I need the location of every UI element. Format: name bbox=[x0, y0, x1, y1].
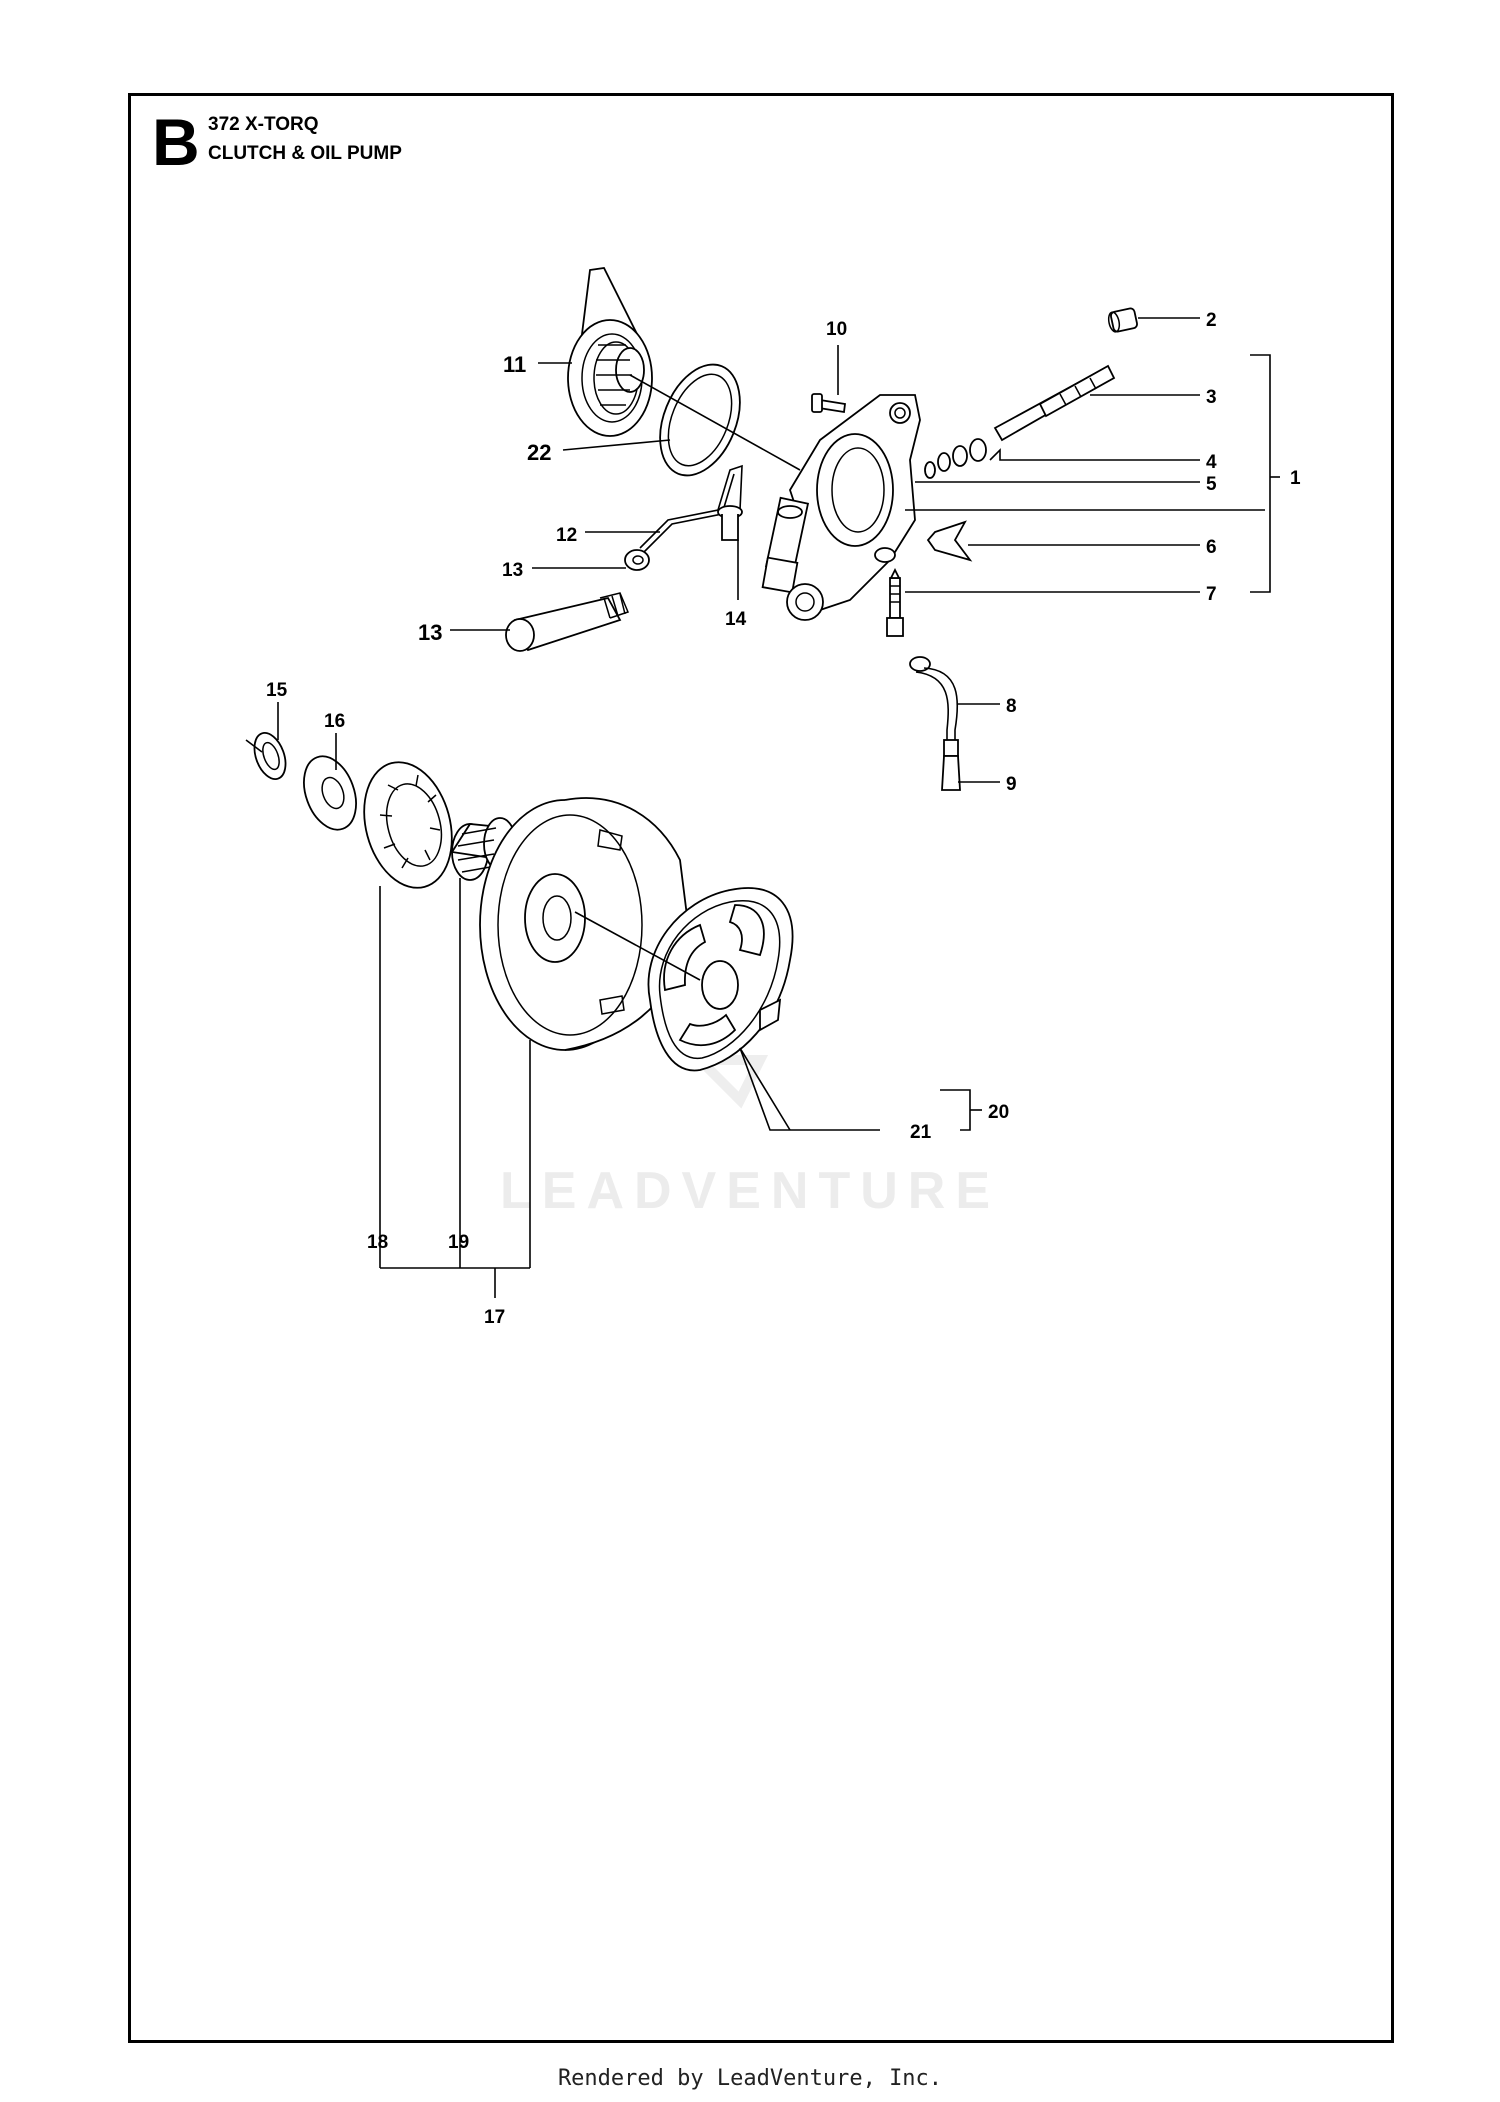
leader-lines bbox=[277, 317, 1280, 1298]
part-10-screw bbox=[811, 393, 847, 414]
part-2-cap bbox=[1107, 307, 1138, 333]
assembly-title: CLUTCH & OIL PUMP bbox=[208, 143, 402, 164]
callout-21: 21 bbox=[910, 1122, 932, 1143]
callout-10: 10 bbox=[826, 319, 847, 340]
part-13-washer bbox=[624, 549, 650, 571]
part-4-spring-washer bbox=[924, 438, 987, 479]
callout-4: 4 bbox=[1206, 452, 1217, 473]
part-7-adjust-screw bbox=[886, 567, 904, 637]
callout-2: 2 bbox=[1206, 310, 1217, 331]
footer-credit: Rendered by LeadVenture, Inc. bbox=[557, 2066, 943, 2091]
callout-8: 8 bbox=[1006, 696, 1017, 717]
diagram-frame bbox=[128, 93, 1394, 2043]
part-12-oil-pipe bbox=[639, 464, 743, 549]
part-16-washer bbox=[303, 755, 357, 831]
part-12-oil-pipe-edge bbox=[643, 473, 735, 553]
callout-9: 9 bbox=[1006, 774, 1017, 795]
callout-19: 19 bbox=[448, 1232, 469, 1253]
model-title: 372 X-TORQ bbox=[208, 114, 319, 135]
part-3-plunger bbox=[993, 364, 1116, 442]
callout-16: 16 bbox=[324, 711, 345, 732]
callout-20: 20 bbox=[988, 1102, 1009, 1123]
callout-3: 3 bbox=[1206, 387, 1217, 408]
callout-5: 5 bbox=[1206, 474, 1217, 495]
callout-13-washer: 13 bbox=[502, 560, 523, 581]
callout-15: 15 bbox=[266, 680, 288, 701]
watermark-text: LEADVENTURE bbox=[500, 1162, 1000, 1220]
callout-11: 11 bbox=[503, 352, 526, 377]
part-11-worm-gear bbox=[567, 267, 653, 437]
watermark-logo bbox=[687, 1055, 769, 1109]
callout-numbers: 2 3 4 5 1 6 7 8 9 10 11 12 13 13 14 15 1… bbox=[266, 310, 1301, 1328]
section-letter: B bbox=[152, 105, 200, 179]
part-6-plate bbox=[926, 520, 973, 562]
part-8-oil-hose bbox=[909, 656, 959, 740]
callout-18: 18 bbox=[367, 1232, 388, 1253]
oil-pump-housing bbox=[761, 394, 921, 621]
callout-6: 6 bbox=[1206, 537, 1217, 558]
part-9-oil-filter bbox=[941, 739, 961, 791]
callout-13-pin: 13 bbox=[418, 620, 442, 645]
part-14-plug bbox=[717, 505, 743, 541]
part-15-circlip bbox=[245, 732, 287, 780]
part-18-rim-sprocket bbox=[363, 761, 453, 889]
callout-22: 22 bbox=[527, 440, 551, 465]
callout-7: 7 bbox=[1206, 584, 1217, 605]
callout-17: 17 bbox=[484, 1307, 505, 1328]
callout-14: 14 bbox=[725, 609, 747, 630]
part-20-clutch-shoe-assembly bbox=[647, 887, 794, 1072]
callout-1: 1 bbox=[1290, 468, 1301, 489]
callout-12: 12 bbox=[556, 525, 577, 546]
part-13-pin bbox=[505, 592, 630, 652]
